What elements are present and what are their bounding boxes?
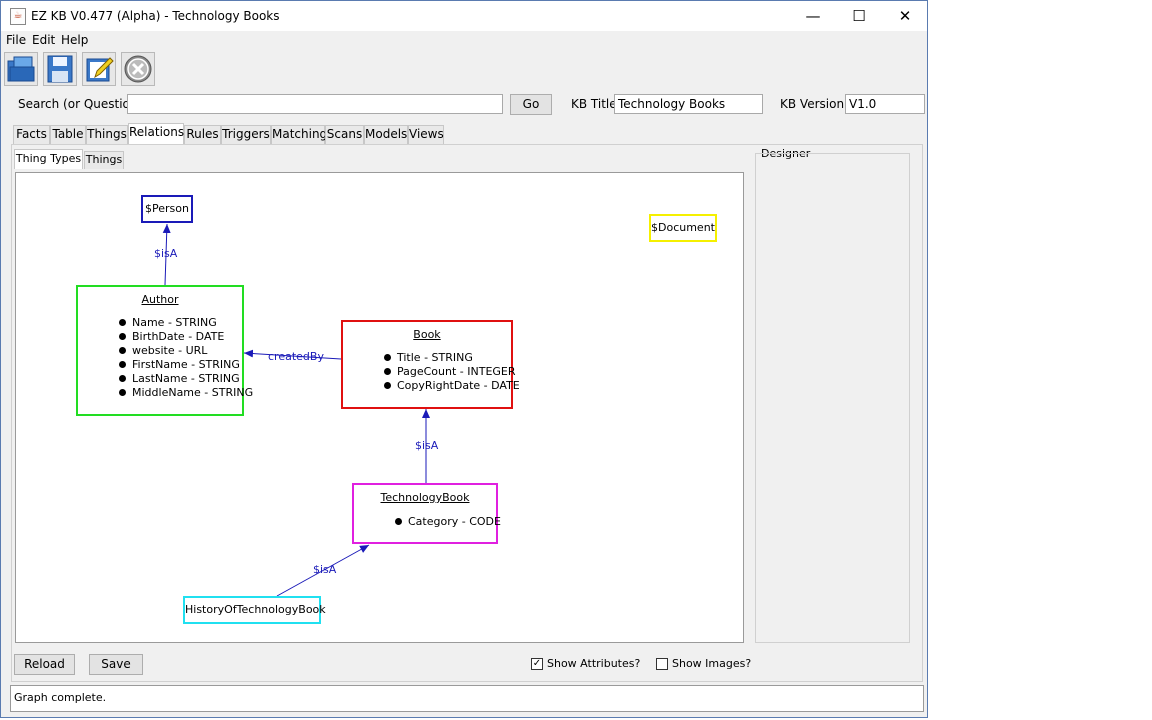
node-author[interactable]: Author Name - STRING BirthDate - DATE we… <box>76 285 253 416</box>
edit-icon <box>86 57 114 82</box>
tab-relations[interactable]: Relations <box>128 123 184 144</box>
status-text: Graph complete. <box>14 691 107 704</box>
tab-views[interactable]: Views <box>408 125 444 144</box>
node-person[interactable]: $Person <box>141 195 193 223</box>
close-circle-icon <box>124 55 152 83</box>
relations-panel <box>11 144 923 682</box>
tab-scans[interactable]: Scans <box>325 125 364 144</box>
tab-triggers[interactable]: Triggers <box>221 125 271 144</box>
menu-file[interactable]: File <box>6 33 27 47</box>
attr-item: Name - STRING <box>119 316 217 329</box>
kb-title-label: KB Title: <box>571 97 621 111</box>
close-kb-button[interactable] <box>121 52 155 86</box>
tab-table[interactable]: Table <box>50 125 86 144</box>
kb-version-input[interactable]: V1.0 <box>845 94 925 114</box>
node-history-label: HistoryOfTechnologyBook <box>185 603 326 616</box>
subtab-thing-types[interactable]: Thing Types <box>14 149 83 169</box>
close-button[interactable]: ✕ <box>898 7 912 25</box>
attr-item: CopyRightDate - DATE <box>384 379 520 392</box>
reload-button[interactable]: Reload <box>14 654 75 675</box>
edge-label-author-person: $isA <box>154 247 178 260</box>
tab-rules[interactable]: Rules <box>184 125 221 144</box>
status-bar: Graph complete. <box>10 685 924 712</box>
attr-item: website - URL <box>118 344 208 357</box>
title-bar: ☕ EZ KB V0.477 (Alpha) - Technology Book… <box>1 1 927 31</box>
menu-help[interactable]: Help <box>61 33 89 47</box>
go-button[interactable]: Go <box>510 94 552 115</box>
edge-label-book-author: createdBy <box>268 350 324 363</box>
open-icon <box>7 56 35 82</box>
attr-item: LastName - STRING <box>119 372 240 385</box>
edge-history-techbook <box>276 544 370 597</box>
show-attributes-label: Show Attributes? <box>547 657 641 670</box>
kb-version-label: KB Version: <box>780 97 849 111</box>
node-book-label: Book <box>413 328 441 341</box>
kb-title-input[interactable]: Technology Books <box>614 94 763 114</box>
graph-canvas[interactable]: $isA createdBy $isA $isA $Person $Docume… <box>15 172 744 643</box>
search-input[interactable] <box>127 94 503 114</box>
window-title: EZ KB V0.477 (Alpha) - Technology Books <box>31 9 280 23</box>
edge-label-history-techbook: $isA <box>313 563 337 576</box>
save-disk-icon <box>47 55 73 83</box>
node-author-label: Author <box>141 293 179 306</box>
attr-item: BirthDate - DATE <box>118 330 225 343</box>
search-label: Search (or Question): <box>18 97 147 111</box>
node-history-of-technology-book[interactable]: HistoryOfTechnologyBook <box>183 596 326 624</box>
attr-item: PageCount - INTEGER <box>384 365 516 378</box>
edge-label-techbook-book: $isA <box>415 439 439 452</box>
maximize-button[interactable]: ☐ <box>852 7 866 25</box>
subtab-things[interactable]: Things <box>84 151 124 169</box>
menu-edit[interactable]: Edit <box>32 33 56 47</box>
open-button[interactable] <box>4 52 38 86</box>
node-technologybook-label: TechnologyBook <box>380 491 470 504</box>
edit-toolbar-button[interactable] <box>82 52 116 86</box>
attr-item: Title - STRING <box>384 351 473 364</box>
designer-panel <box>755 153 910 643</box>
node-book[interactable]: Book Title - STRING PageCount - INTEGER … <box>341 320 520 409</box>
edge-book-author <box>243 349 342 360</box>
tab-facts[interactable]: Facts <box>13 125 50 144</box>
show-images-label: Show Images? <box>672 657 752 670</box>
node-technologybook[interactable]: TechnologyBook Category - CODE <box>352 483 501 544</box>
graph-edges <box>162 223 430 597</box>
save-button[interactable]: Save <box>89 654 143 675</box>
show-attributes-checkbox[interactable]: ✓ <box>531 658 543 670</box>
attr-item: Category - CODE <box>395 515 501 528</box>
node-document-label: $Document <box>651 221 715 234</box>
save-toolbar-button[interactable] <box>43 52 77 86</box>
tab-models[interactable]: Models <box>364 125 408 144</box>
attr-item: FirstName - STRING <box>119 358 240 371</box>
show-images-checkbox[interactable] <box>656 658 668 670</box>
attr-item: MiddleName - STRING <box>118 386 254 399</box>
node-document[interactable]: $Document <box>649 214 717 242</box>
java-app-icon: ☕ <box>10 8 26 25</box>
tab-matching[interactable]: Matching <box>271 125 327 144</box>
tab-things[interactable]: Things <box>86 125 128 144</box>
minimize-button[interactable]: — <box>805 7 821 25</box>
node-person-label: $Person <box>145 202 189 215</box>
edge-author-person <box>162 223 171 286</box>
